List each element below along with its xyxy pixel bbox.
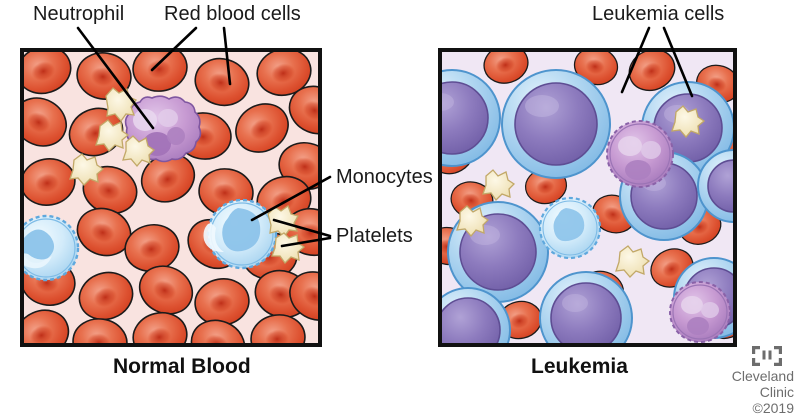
label-neutrophil: Neutrophil	[33, 3, 125, 25]
normal-blood-field	[24, 52, 318, 343]
monocyte-cell-center	[203, 198, 278, 270]
rbc-leader-line-b	[222, 26, 232, 86]
label-leukemia-cells: Leukemia cells	[592, 3, 725, 25]
neutrophil-leader-line	[76, 26, 155, 130]
leukemia-panel	[438, 48, 737, 347]
label-platelets: Platelets	[336, 225, 413, 247]
leukemia-leader-line-b	[662, 26, 694, 98]
label-red-blood-cells: Red blood cells	[164, 3, 301, 25]
leukemia-neutrophil-cell	[606, 120, 674, 188]
leukemia-monocyte-cell	[538, 196, 602, 260]
rbc-leader-line-a	[150, 26, 198, 72]
platelet-leader-line-b	[280, 236, 332, 248]
monocyte-cell-left	[24, 214, 80, 282]
logo-copyright: ©2019	[752, 400, 794, 416]
caption-leukemia: Leukemia	[531, 355, 628, 378]
cleveland-clinic-bracket-icon	[752, 346, 782, 366]
cleveland-clinic-logo-block: Cleveland Clinic ©2019	[700, 344, 796, 417]
platelet-leader-line-a	[272, 218, 332, 238]
caption-normal-blood: Normal Blood	[113, 355, 251, 378]
leukemia-platelet-group	[456, 105, 706, 278]
leukemia-field	[442, 52, 733, 343]
leukemia-leader-line-a	[620, 26, 651, 94]
monocyte-leader-line	[250, 175, 332, 222]
logo-line-cleveland: Cleveland	[731, 368, 794, 384]
normal-blood-panel	[20, 48, 322, 347]
leader-lines	[76, 26, 694, 248]
leukemia-neutrophil-cell-2	[669, 281, 731, 343]
label-monocytes: Monocytes	[336, 166, 433, 188]
logo-line-clinic: Clinic	[759, 384, 794, 400]
